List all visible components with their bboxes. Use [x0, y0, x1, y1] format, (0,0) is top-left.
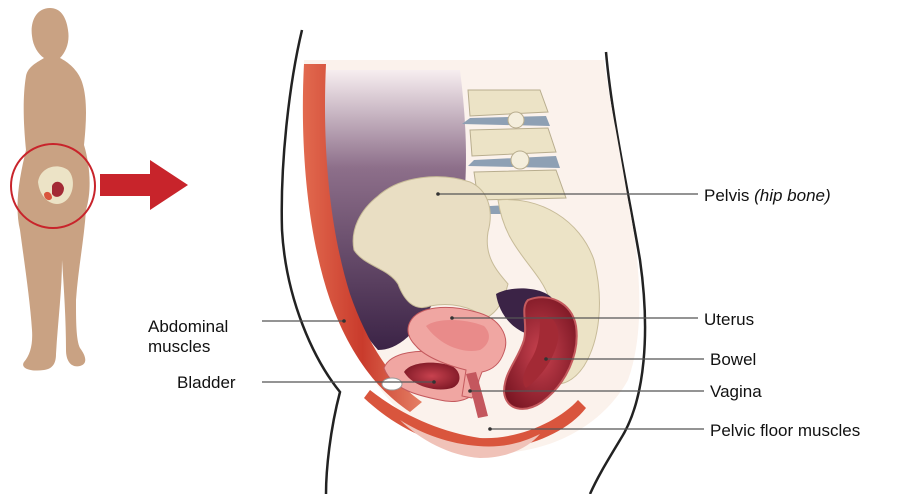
label-pelvic-floor-muscles: Pelvic floor muscles [710, 421, 860, 441]
body-silhouette-icon [11, 8, 95, 371]
label-pelvis-name: Pelvis [704, 186, 749, 205]
label-pelvis-note: (hip bone) [754, 186, 831, 205]
label-abdominal-line1: Abdominal [148, 317, 228, 337]
label-bladder: Bladder [177, 373, 236, 393]
label-abdominal-muscles: Abdominal muscles [148, 317, 228, 357]
right-arrow-icon [100, 160, 188, 210]
label-abdominal-line2: muscles [148, 337, 228, 357]
label-uterus: Uterus [704, 310, 754, 330]
label-bowel: Bowel [710, 350, 756, 370]
label-vagina: Vagina [710, 382, 762, 402]
label-pelvis: Pelvis (hip bone) [704, 186, 831, 206]
